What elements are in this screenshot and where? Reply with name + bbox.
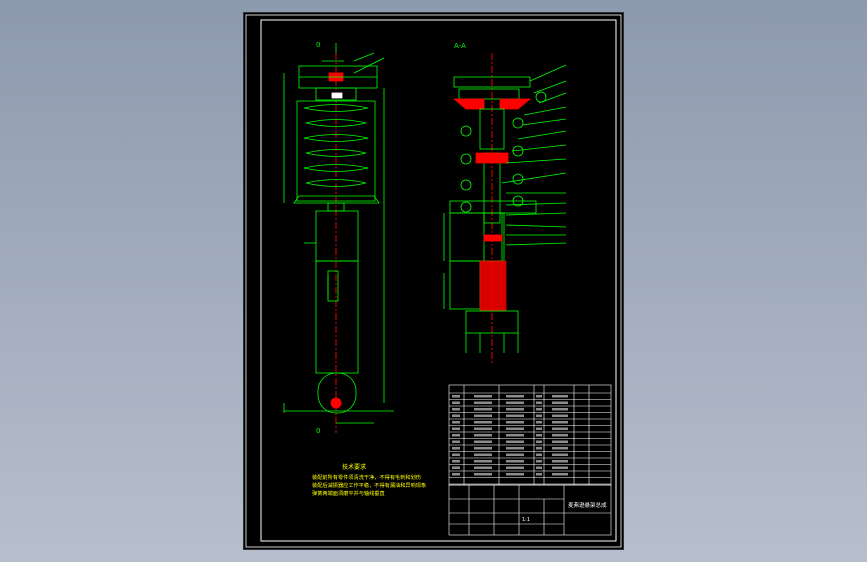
table-cell-mark xyxy=(536,421,542,424)
table-cell-mark xyxy=(552,440,568,443)
table-cell-mark xyxy=(536,408,542,411)
left-view xyxy=(283,43,394,433)
outer-border xyxy=(245,14,622,548)
table-cell-mark xyxy=(552,460,568,463)
table-cell-mark xyxy=(506,440,524,443)
table-cell-mark xyxy=(536,447,542,450)
table-cell-mark xyxy=(474,427,492,430)
notes-line-3: 弹簧两端面须磨平并与轴线垂直 xyxy=(312,489,385,497)
table-cell-mark xyxy=(506,460,524,463)
table-cell-mark xyxy=(506,395,524,398)
drawing-canvas: 0 0 xyxy=(245,14,622,548)
parts-list-entries xyxy=(452,395,568,476)
table-cell-mark xyxy=(474,408,492,411)
table-cell-mark xyxy=(452,434,460,437)
table-cell-mark xyxy=(552,473,568,476)
notes-title: 技术要求 xyxy=(342,463,366,471)
table-cell-mark xyxy=(506,414,524,417)
table-cell-mark xyxy=(506,408,524,411)
table-cell-mark xyxy=(474,447,492,450)
technical-notes: 技术要求 装配前所有零件须清洗干净，不得有毛刺和划伤 装配后减振器应工作平稳，不… xyxy=(312,463,426,497)
table-cell-mark xyxy=(506,401,524,404)
table-cell-mark xyxy=(506,434,524,437)
table-cell-mark xyxy=(474,440,492,443)
table-cell-mark xyxy=(536,395,542,398)
drawing-name: 麦弗逊悬架总成 xyxy=(568,501,607,509)
left-axis-top-label: 0 xyxy=(316,41,320,49)
table-cell-mark xyxy=(452,395,460,398)
table-cell-mark xyxy=(552,434,568,437)
table-cell-mark xyxy=(506,447,524,450)
table-cell-mark xyxy=(506,453,524,456)
table-cell-mark xyxy=(536,401,542,404)
table-cell-mark xyxy=(506,421,524,424)
table-cell-mark xyxy=(452,466,460,469)
table-cell-mark xyxy=(474,395,492,398)
table-cell-mark xyxy=(552,414,568,417)
table-cell-mark xyxy=(552,466,568,469)
table-cell-mark xyxy=(452,401,460,404)
table-cell-mark xyxy=(474,434,492,437)
table-cell-mark xyxy=(552,408,568,411)
table-cell-mark xyxy=(452,440,460,443)
table-cell-mark xyxy=(506,473,524,476)
table-cell-mark xyxy=(452,427,460,430)
table-cell-mark xyxy=(552,453,568,456)
table-cell-mark xyxy=(552,395,568,398)
table-cell-mark xyxy=(474,460,492,463)
table-cell-mark xyxy=(552,421,568,424)
table-cell-mark xyxy=(474,473,492,476)
table-cell-mark xyxy=(474,421,492,424)
table-cell-mark xyxy=(536,427,542,430)
left-axis-bottom-label: 0 xyxy=(316,427,320,435)
table-cell-mark xyxy=(474,453,492,456)
table-cell-mark xyxy=(536,440,542,443)
right-section-label: A-A xyxy=(454,42,466,50)
table-cell-mark xyxy=(536,466,542,469)
table-cell-mark xyxy=(452,421,460,424)
table-cell-mark xyxy=(552,427,568,430)
table-cell-mark xyxy=(452,414,460,417)
table-cell-mark xyxy=(536,453,542,456)
table-cell-mark xyxy=(452,447,460,450)
table-cell-mark xyxy=(452,408,460,411)
table-cell-mark xyxy=(452,460,460,463)
table-cell-mark xyxy=(552,401,568,404)
inner-border xyxy=(260,19,617,542)
drawing-scale: 1:1 xyxy=(522,517,530,523)
table-cell-mark xyxy=(452,453,460,456)
table-cell-mark xyxy=(474,466,492,469)
table-cell-mark xyxy=(536,434,542,437)
table-cell-mark xyxy=(452,473,460,476)
right-view xyxy=(443,53,567,363)
drawing-sheet: 0 0 xyxy=(244,13,623,549)
table-cell-mark xyxy=(506,466,524,469)
table-cell-mark xyxy=(536,460,542,463)
table-cell-mark xyxy=(474,414,492,417)
parts-list-table xyxy=(448,384,612,536)
table-cell-mark xyxy=(536,414,542,417)
table-cell-mark xyxy=(536,473,542,476)
table-cell-mark xyxy=(552,447,568,450)
notes-line-2: 装配后减振器应工作平稳，不得有漏油和异响现象 xyxy=(312,481,426,489)
notes-line-1: 装配前所有零件须清洗干净，不得有毛刺和划伤 xyxy=(312,473,421,481)
table-cell-mark xyxy=(506,427,524,430)
table-cell-mark xyxy=(474,401,492,404)
